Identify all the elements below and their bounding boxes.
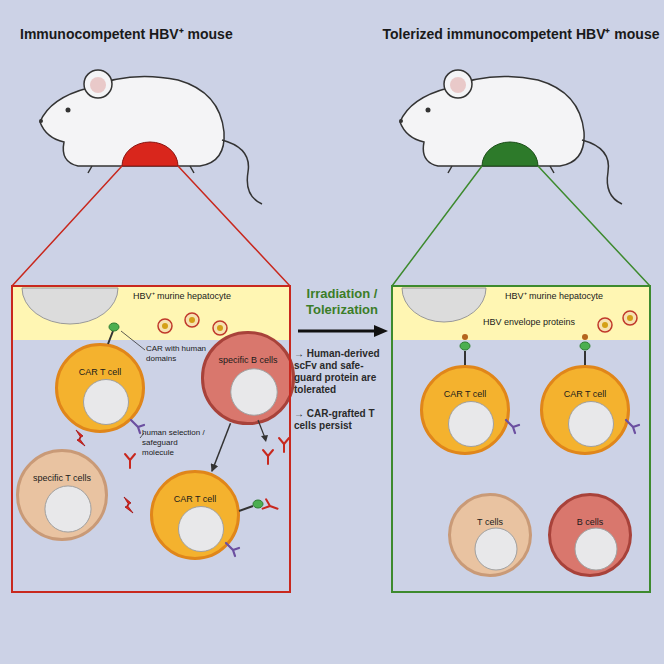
panel-outline	[392, 286, 650, 592]
safeguard-molecule	[626, 420, 639, 433]
callout-label: human selection / safeguard molecule	[142, 428, 206, 458]
car-t-cell: CAR T cell	[150, 470, 240, 560]
cell-nucleus	[475, 528, 517, 570]
zoom-line	[12, 166, 290, 286]
envelope-protein	[462, 334, 588, 340]
secretion-arrowhead	[261, 435, 268, 442]
panel-title: Tolerized immunocompetent HBV⁺ mouse	[380, 26, 662, 43]
antibody	[263, 499, 280, 513]
node-text: CAR T cell	[174, 494, 217, 505]
panel-title: Immunocompetent HBV⁺ mouse	[20, 26, 292, 43]
outcome-note: → CAR-grafted T cells persist	[294, 408, 390, 432]
t-cell: specific T cells	[16, 449, 108, 541]
antibody	[125, 454, 135, 468]
cell-nucleus	[179, 507, 224, 552]
cell-nucleus	[449, 402, 494, 447]
node-text: B cells	[577, 517, 604, 528]
t-cell: T cells	[448, 493, 532, 577]
antibody	[263, 450, 273, 464]
cell-nucleus	[569, 402, 614, 447]
callout-label: CAR with human domains	[146, 344, 208, 364]
hbv-virion	[158, 311, 637, 335]
node-text: T cells	[477, 517, 503, 528]
node-text: specific B cells	[218, 355, 277, 366]
mouse-figure	[399, 70, 622, 204]
node-text: HBV⁺ murine hepatocyte	[133, 291, 289, 302]
safeguard-molecule	[226, 543, 239, 556]
car-t-cell: CAR T cell	[55, 343, 145, 433]
outcome-note: → Human-derived scFv and safe-guard prot…	[294, 348, 390, 396]
connector-arrow	[212, 423, 231, 471]
leader-line	[121, 331, 145, 350]
transition-label: Irradiation / Tolerization	[294, 286, 390, 318]
secretion-arrow	[258, 420, 265, 438]
hepatocyte-nucleus	[402, 288, 486, 322]
cell-nucleus	[84, 380, 129, 425]
hepatocyte-nucleus	[22, 288, 118, 324]
node-text: CAR T cell	[79, 367, 122, 378]
safeguard-molecule	[506, 420, 519, 433]
node-text: specific T cells	[33, 473, 91, 484]
transition-arrow	[294, 324, 390, 338]
node-text: HBV⁺ murine hepatocyte	[505, 291, 649, 302]
hepatocyte-band: HBV⁺ murine hepatocyteHBV envelope prote…	[393, 287, 649, 340]
car-t-cell: CAR T cell	[420, 365, 510, 455]
node-text: CAR T cell	[444, 389, 487, 400]
attack-bolt	[76, 430, 85, 446]
attack-bolt	[124, 497, 133, 513]
cell-nucleus	[231, 369, 278, 416]
cell-nucleus	[45, 486, 91, 532]
b-cell: B cells	[548, 493, 632, 577]
liver	[482, 142, 538, 166]
hbv-core	[162, 315, 633, 331]
panel-outline	[12, 286, 290, 592]
cell-nucleus	[575, 528, 617, 570]
node-text: HBV envelope proteins	[483, 317, 649, 328]
antibody	[279, 438, 289, 452]
liver	[122, 142, 178, 166]
mouse-figure	[39, 70, 262, 204]
zoom-line	[392, 166, 650, 286]
transition-column: Irradiation / Tolerization → Human-deriv…	[294, 286, 390, 432]
b-cell: specific B cells	[201, 331, 294, 424]
car-t-cell: CAR T cell	[540, 365, 630, 455]
node-text: CAR T cell	[564, 389, 607, 400]
car-receptor	[108, 323, 590, 511]
